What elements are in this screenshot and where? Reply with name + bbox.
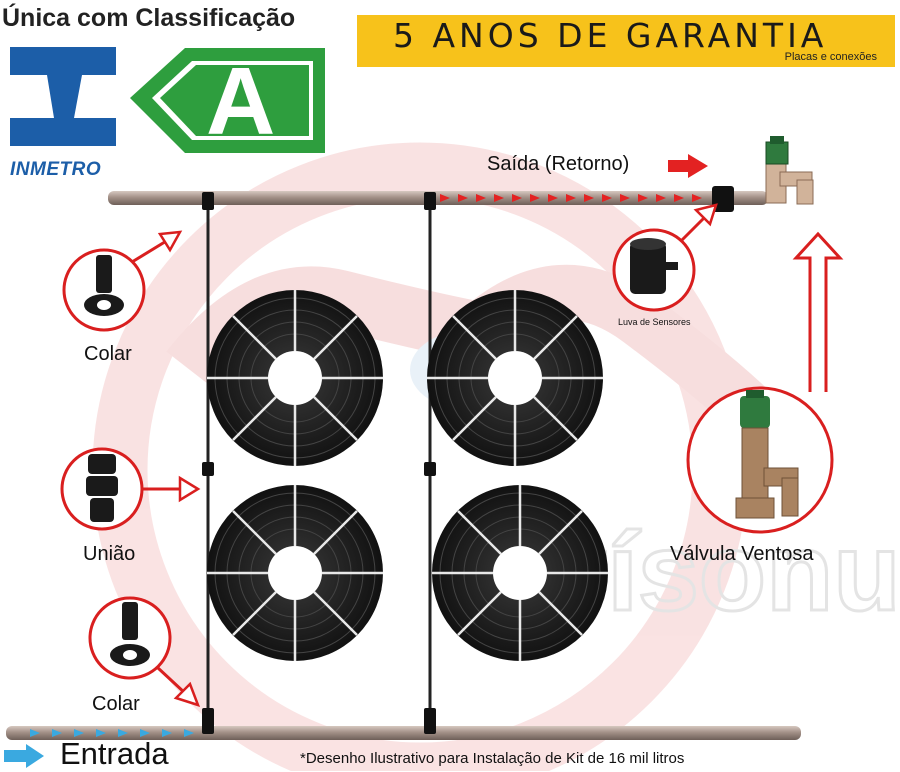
valvula-label: Válvula Ventosa: [670, 543, 814, 565]
callout-colar-bottom: [88, 596, 201, 707]
callout-luva-sensores: [612, 203, 718, 312]
inlet-flow-arrows: [30, 729, 194, 737]
rating-letter: A: [206, 48, 276, 155]
energy-rating-a-icon: [130, 48, 325, 153]
inmetro-label: INMETRO: [10, 159, 102, 180]
pipe-connectors: [202, 186, 734, 734]
callout-uniao: [60, 447, 201, 531]
solar-coil-bottom-left: [207, 485, 383, 661]
luva-label: Luva de Sensores: [618, 317, 691, 327]
inlet-label: Entrada: [60, 736, 169, 771]
outlet-label: Saída (Retorno): [487, 153, 630, 175]
uniao-label: União: [83, 543, 136, 565]
solar-coil-top-right: [427, 290, 603, 466]
colar-top-label: Colar: [84, 343, 132, 365]
vent-valve-riser: [765, 136, 814, 205]
warranty-subtitle: Placas e conexões: [784, 51, 877, 63]
outlet-arrow-icon: [668, 154, 708, 178]
inlet-arrow-icon: [4, 744, 44, 768]
colar-bottom-label: Colar: [92, 693, 140, 715]
footer-note: *Desenho Ilustrativo para Instalação de …: [300, 750, 685, 767]
return-flow-arrows: [440, 194, 702, 202]
page-title: Única com Classificação: [2, 4, 296, 32]
solar-coil-top-left: [207, 290, 383, 466]
callout-valvula-ventosa: [686, 231, 844, 534]
callout-colar-top: [62, 230, 183, 332]
warranty-headline: 5 ANOS DE GARANTIA: [393, 16, 828, 55]
inmetro-logo: [10, 47, 116, 146]
warranty-banner: 5 ANOS DE GARANTIA Placas e conexões: [357, 15, 895, 67]
solar-coil-bottom-right: [432, 485, 608, 661]
